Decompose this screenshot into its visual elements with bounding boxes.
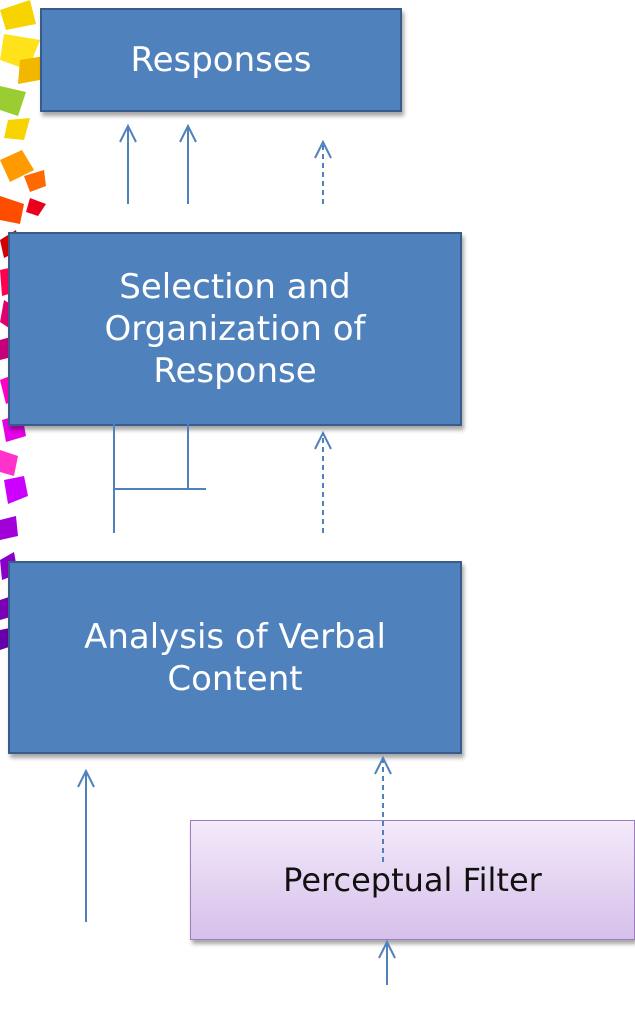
perceptual-filter-box: Perceptual Filter <box>190 820 635 940</box>
selection-organization-box: Selection and Organization of Response <box>8 232 462 426</box>
arrowhead-dashed-filter-to-analysis <box>374 755 392 775</box>
arrowhead-solid-branch-to-selection <box>179 391 197 411</box>
arrowhead-dashed-to-selection <box>314 430 332 450</box>
arrowhead-solid-left-to-selection <box>105 391 123 411</box>
selection-organization-label: Selection and Organization of Response <box>104 267 366 391</box>
responses-box: Responses <box>40 8 402 112</box>
arrowhead-dashed-to-responses <box>314 139 332 159</box>
arrowhead-solid-left-to-responses <box>119 123 137 143</box>
responses-label: Responses <box>130 40 312 80</box>
perceptual-filter-label: Perceptual Filter <box>283 861 542 899</box>
arrowhead-solid-to-filter <box>378 939 396 959</box>
analysis-verbal-content-box: Analysis of Verbal Content <box>8 561 462 754</box>
arrowhead-solid-to-analysis <box>77 768 95 788</box>
arrowhead-solid-middle-to-responses <box>179 123 197 143</box>
analysis-verbal-content-label: Analysis of Verbal Content <box>84 616 386 699</box>
